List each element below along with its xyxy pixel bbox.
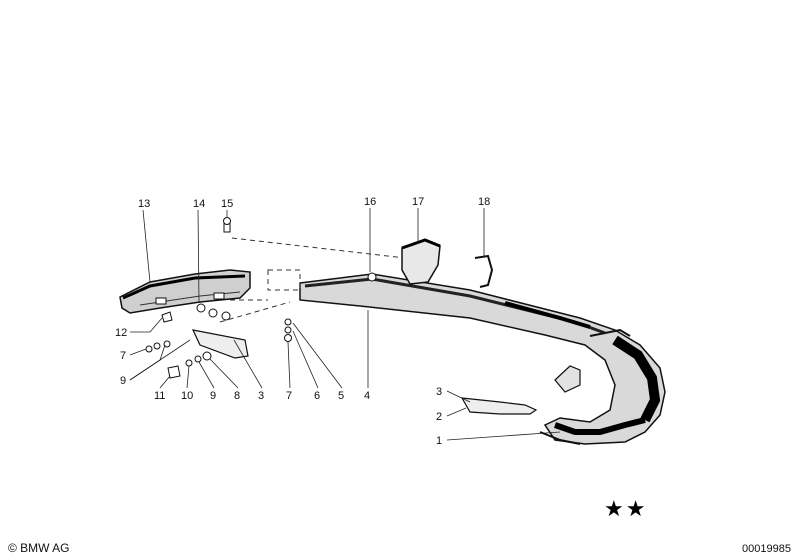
assembly-lines	[219, 237, 406, 323]
document-number: 00019985	[742, 543, 791, 555]
nut	[367, 272, 377, 282]
part-label-18: 18	[478, 196, 490, 208]
part-label-17: 17	[412, 196, 424, 208]
screw	[223, 217, 231, 233]
part-label-9b: 9	[210, 390, 216, 402]
part-label-15: 15	[221, 198, 233, 210]
part-label-3b: 3	[436, 386, 442, 398]
bumper-bar	[299, 273, 666, 445]
part-label-2: 2	[436, 411, 442, 423]
leader-lines	[129, 208, 561, 441]
end-cap	[401, 238, 441, 285]
bumper-end-piece	[119, 269, 251, 314]
trim-strip	[474, 254, 494, 288]
part-label-14: 14	[193, 198, 205, 210]
part-label-13: 13	[138, 198, 150, 210]
part-label-11: 11	[154, 390, 165, 402]
part-label-12: 12	[115, 327, 127, 339]
part-label-9a: 9	[120, 375, 126, 387]
part-label-3a: 3	[258, 390, 264, 402]
part-label-8: 8	[234, 390, 240, 402]
part-label-5: 5	[338, 390, 344, 402]
fasteners	[145, 303, 292, 379]
part-label-4: 4	[364, 390, 370, 402]
copyright-text: © BMW AG	[8, 541, 70, 555]
support-bracket	[554, 365, 581, 393]
mounting-bracket-right	[460, 397, 538, 415]
part-label-16: 16	[364, 196, 376, 208]
part-label-1: 1	[436, 435, 442, 447]
rating-stars: ★★	[604, 497, 648, 522]
part-label-7a: 7	[120, 350, 126, 362]
mounting-bracket	[191, 329, 249, 359]
part-label-6: 6	[314, 390, 320, 402]
part-label-7b: 7	[286, 390, 292, 402]
part-label-10: 10	[181, 390, 193, 402]
